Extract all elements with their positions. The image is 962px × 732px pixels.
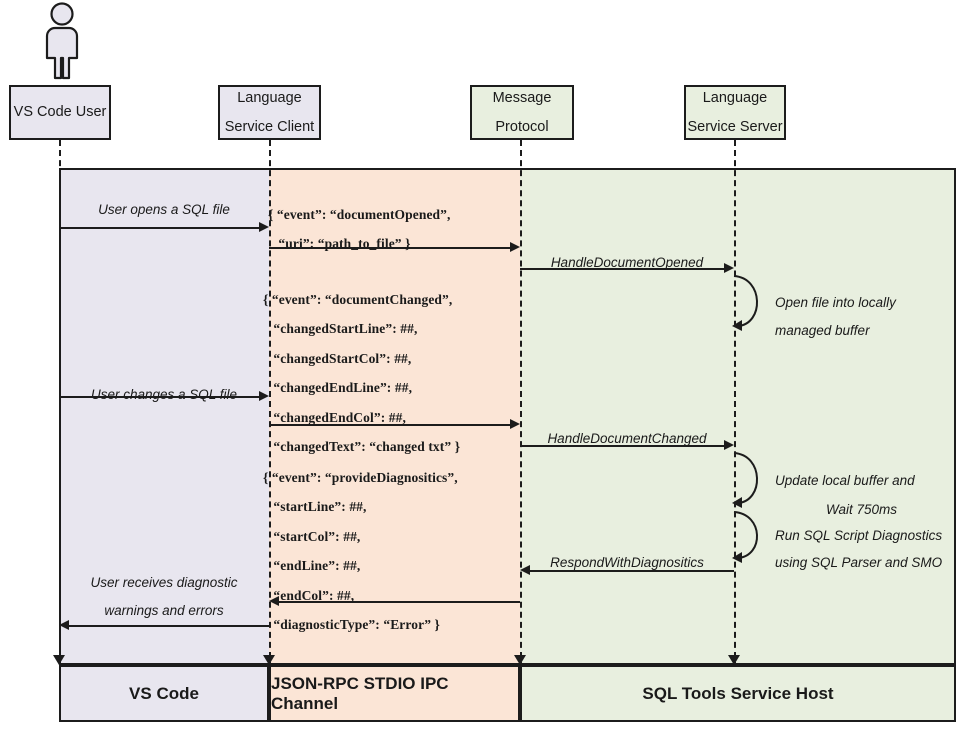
note-run-diagnostics-line1: Run SQL Script Diagnostics: [775, 528, 943, 543]
message-arrow-respond-with-diagnostics: [530, 570, 734, 572]
participant-label-line1: VS Code User: [13, 104, 107, 121]
note-run-diagnostics-line2: using SQL Parser and SMO: [775, 555, 943, 570]
arrowhead-user-changes: [259, 390, 269, 401]
message-arrow-handle-document-changed: [520, 445, 724, 447]
message-arrow-user-changes: [59, 396, 259, 398]
lifeline-end-arrow-proto: [514, 655, 526, 665]
actor-figure: [33, 2, 91, 80]
swimlane-service-host: [520, 168, 956, 665]
message-label-user-receives-line2: warnings and errors: [104, 603, 224, 618]
arrowhead-client-to-protocol-changed: [510, 418, 520, 429]
message-label-handle-document-changed: HandleDocumentChanged: [547, 431, 707, 446]
participant-label-line2: Service Client: [224, 118, 315, 135]
message-label-user-opens: User opens a SQL file: [98, 202, 230, 217]
participant-label-line2: Protocol: [495, 118, 549, 135]
swimlane-ipc-channel: [269, 168, 520, 665]
legend-label: SQL Tools Service Host: [642, 683, 834, 703]
arrowhead-user-opens: [259, 221, 269, 232]
participant-label-line1: Language: [237, 90, 302, 107]
message-arrow-client-to-protocol-opened: [269, 247, 510, 249]
arrowhead-handle-document-changed: [724, 439, 734, 450]
legend-label: JSON-RPC STDIO IPC Channel: [271, 673, 449, 713]
lifeline-language-service-server: [734, 140, 736, 668]
participant-label-line1: Language: [702, 90, 768, 107]
legend-ipc-channel: JSON-RPC STDIO IPC Channel: [269, 665, 520, 722]
participant-language-service-server[interactable]: Language Service Server: [684, 85, 786, 140]
participant-vs-code-user[interactable]: VS Code User: [9, 85, 111, 140]
arrowhead-user-receives: [59, 619, 69, 630]
legend-label: VS Code: [129, 683, 199, 703]
legend-service-host: SQL Tools Service Host: [520, 665, 956, 722]
lifeline-end-arrow-client: [263, 655, 275, 665]
lifeline-message-protocol: [520, 140, 522, 668]
message-arrow-protocol-to-client: [279, 601, 520, 603]
message-label-user-receives-line1: User receives diagnostic: [90, 575, 238, 590]
note-open-file-line2: managed buffer: [775, 323, 870, 338]
note-update-buffer-line1: Update local buffer and: [775, 473, 915, 488]
note-update-buffer-line2: Wait 750ms: [826, 502, 898, 517]
swimlane-vscode: [59, 168, 269, 665]
message-label-handle-document-opened: HandleDocumentOpened: [550, 255, 704, 270]
participant-label-line2: Service Server: [687, 118, 783, 135]
message-label-user-changes: User changes a SQL file: [90, 387, 238, 402]
message-label-respond-with-diagnostics: RespondWithDiagnositics: [550, 555, 704, 570]
message-arrow-user-opens: [59, 227, 259, 229]
lifeline-end-arrow-server: [728, 655, 740, 665]
arrowhead-protocol-to-client: [269, 595, 279, 606]
self-loop-update-buffer: [730, 449, 778, 516]
note-open-file-line1: Open file into locally: [775, 295, 896, 310]
participant-label-line1: Message: [492, 90, 552, 107]
lifeline-language-service-client: [269, 140, 271, 668]
payload-provide-diagnostics: { “event”: “provideDiagnositics”, “start…: [263, 470, 458, 633]
self-loop-run-diagnostics: [730, 508, 778, 571]
self-loop-open-file: [730, 272, 778, 339]
participant-language-service-client[interactable]: Language Service Client: [218, 85, 321, 140]
payload-document-changed: { “event”: “documentChanged”, “changedSt…: [263, 292, 461, 455]
arrowhead-client-to-protocol-opened: [510, 241, 520, 252]
payload-document-opened: { “event”: “documentOpened”, “uri”: “pat…: [268, 207, 451, 252]
lifeline-vs-code-user: [59, 140, 61, 668]
message-arrow-client-to-protocol-changed: [269, 424, 510, 426]
message-arrow-user-receives: [69, 625, 269, 627]
lifeline-end-arrow-user: [53, 655, 65, 665]
message-arrow-handle-document-opened: [520, 268, 724, 270]
legend-vs-code: VS Code: [59, 665, 269, 722]
participant-message-protocol[interactable]: Message Protocol: [470, 85, 574, 140]
arrowhead-respond-with-diagnostics: [520, 564, 530, 575]
arrowhead-handle-document-opened: [724, 262, 734, 273]
